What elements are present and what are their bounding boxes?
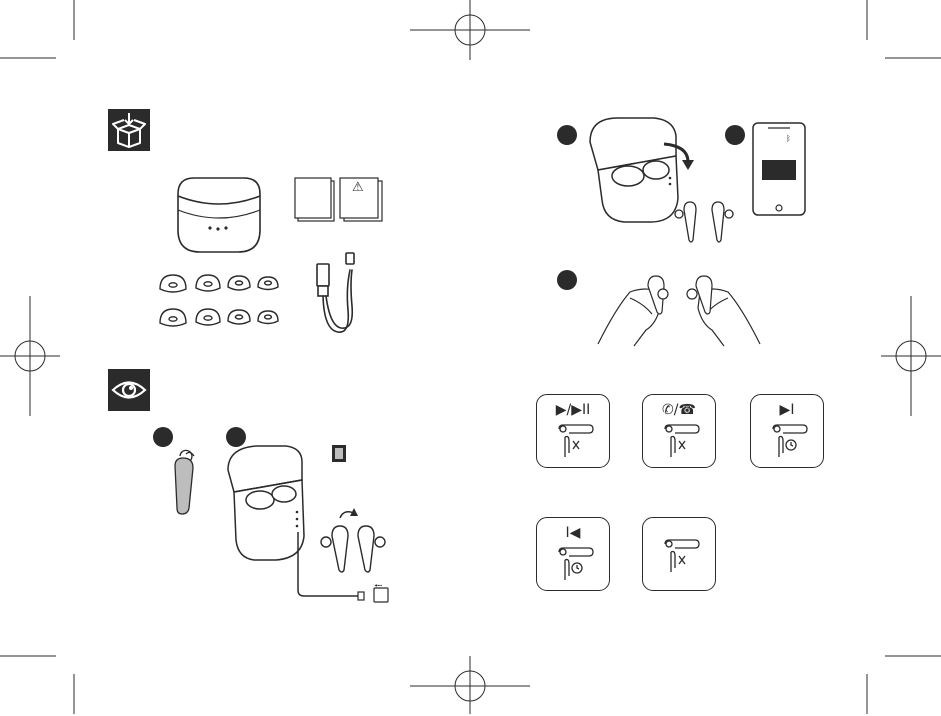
single-tap-gesture-icon <box>661 538 701 578</box>
hands-wearing-earbuds <box>594 268 764 348</box>
step-1-badge <box>153 427 173 447</box>
registration-mark-left <box>0 296 60 416</box>
single-tap-gesture-icon <box>661 423 701 463</box>
charging-case-closed <box>174 174 266 256</box>
open-box-icon <box>108 109 150 151</box>
answer-end-call-icon: ✆/☎ <box>643 403 715 417</box>
smartphone-bluetooth-pairing <box>752 122 806 216</box>
single-tap-gesture-icon <box>555 423 595 463</box>
tap-control-card <box>642 517 716 591</box>
bluetooth-icon: ᛒ <box>786 135 791 143</box>
registration-mark-right <box>881 296 941 416</box>
previous-track-control-card: I◀ <box>536 517 610 591</box>
eye-icon <box>108 369 150 411</box>
usb-charging-cable <box>314 250 374 340</box>
registration-mark-bottom <box>410 656 530 716</box>
ear-tips <box>158 271 280 337</box>
user-manual-leaflet <box>294 177 336 223</box>
step-1-badge <box>557 125 577 145</box>
long-press-gesture-icon <box>555 546 595 586</box>
play-pause-control-card: ▶/▶II <box>536 394 610 468</box>
long-press-gesture-icon <box>769 423 809 463</box>
warning-icon: ⚠ <box>352 181 364 194</box>
next-track-icon: ▶I <box>751 403 823 417</box>
call-control-card: ✆/☎ <box>642 394 716 468</box>
registration-mark-top <box>410 0 530 60</box>
next-track-control-card: ▶I <box>750 394 824 468</box>
earbud-touch-area <box>163 448 203 518</box>
charging-case-open-pairing <box>584 114 734 244</box>
earbuds-pair <box>318 500 394 580</box>
previous-track-icon: I◀ <box>537 526 609 540</box>
step-3-badge <box>557 270 577 290</box>
play-pause-icon: ▶/▶II <box>537 403 609 417</box>
